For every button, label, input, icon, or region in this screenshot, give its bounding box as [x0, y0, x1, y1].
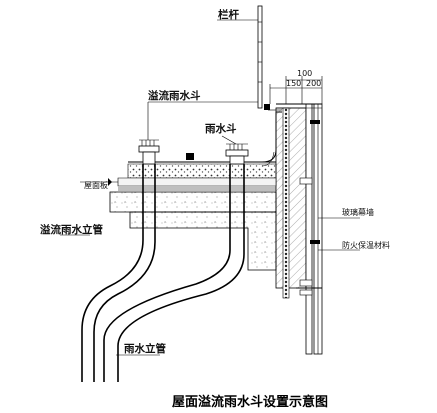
- railing: [257, 5, 263, 109]
- label-roof-slab: 屋面板: [84, 180, 108, 190]
- curtain-wall-brackets: [296, 120, 322, 296]
- dim-150: 150: [286, 79, 301, 88]
- label-fireproof-insulation: 防火保温材料: [342, 240, 390, 250]
- rain-downpipe: [103, 164, 245, 382]
- label-glass-curtain-wall: 玻璃幕墙: [342, 207, 374, 217]
- overflow-downpipe: [81, 164, 156, 382]
- label-rain-drain: 雨水斗: [205, 122, 237, 135]
- roof-slab-marker: [80, 178, 118, 186]
- leader-lines: [60, 19, 360, 356]
- dim-200: 200: [306, 79, 321, 88]
- dimension-lines: [269, 76, 323, 104]
- roof-layers: [109, 104, 282, 271]
- rain-drain: [186, 143, 249, 165]
- label-overflow-drain: 溢流雨水斗: [148, 89, 201, 102]
- dim-100: 100: [297, 69, 312, 78]
- parapet-wall: [275, 103, 323, 355]
- label-overflow-downpipe: 溢流雨水立管: [40, 223, 103, 236]
- overflow-drain: [138, 139, 160, 165]
- label-railing: 栏杆: [218, 8, 239, 21]
- caption: 屋面溢流雨水斗设置示意图: [172, 394, 328, 410]
- label-rain-downpipe: 雨水立管: [124, 342, 166, 355]
